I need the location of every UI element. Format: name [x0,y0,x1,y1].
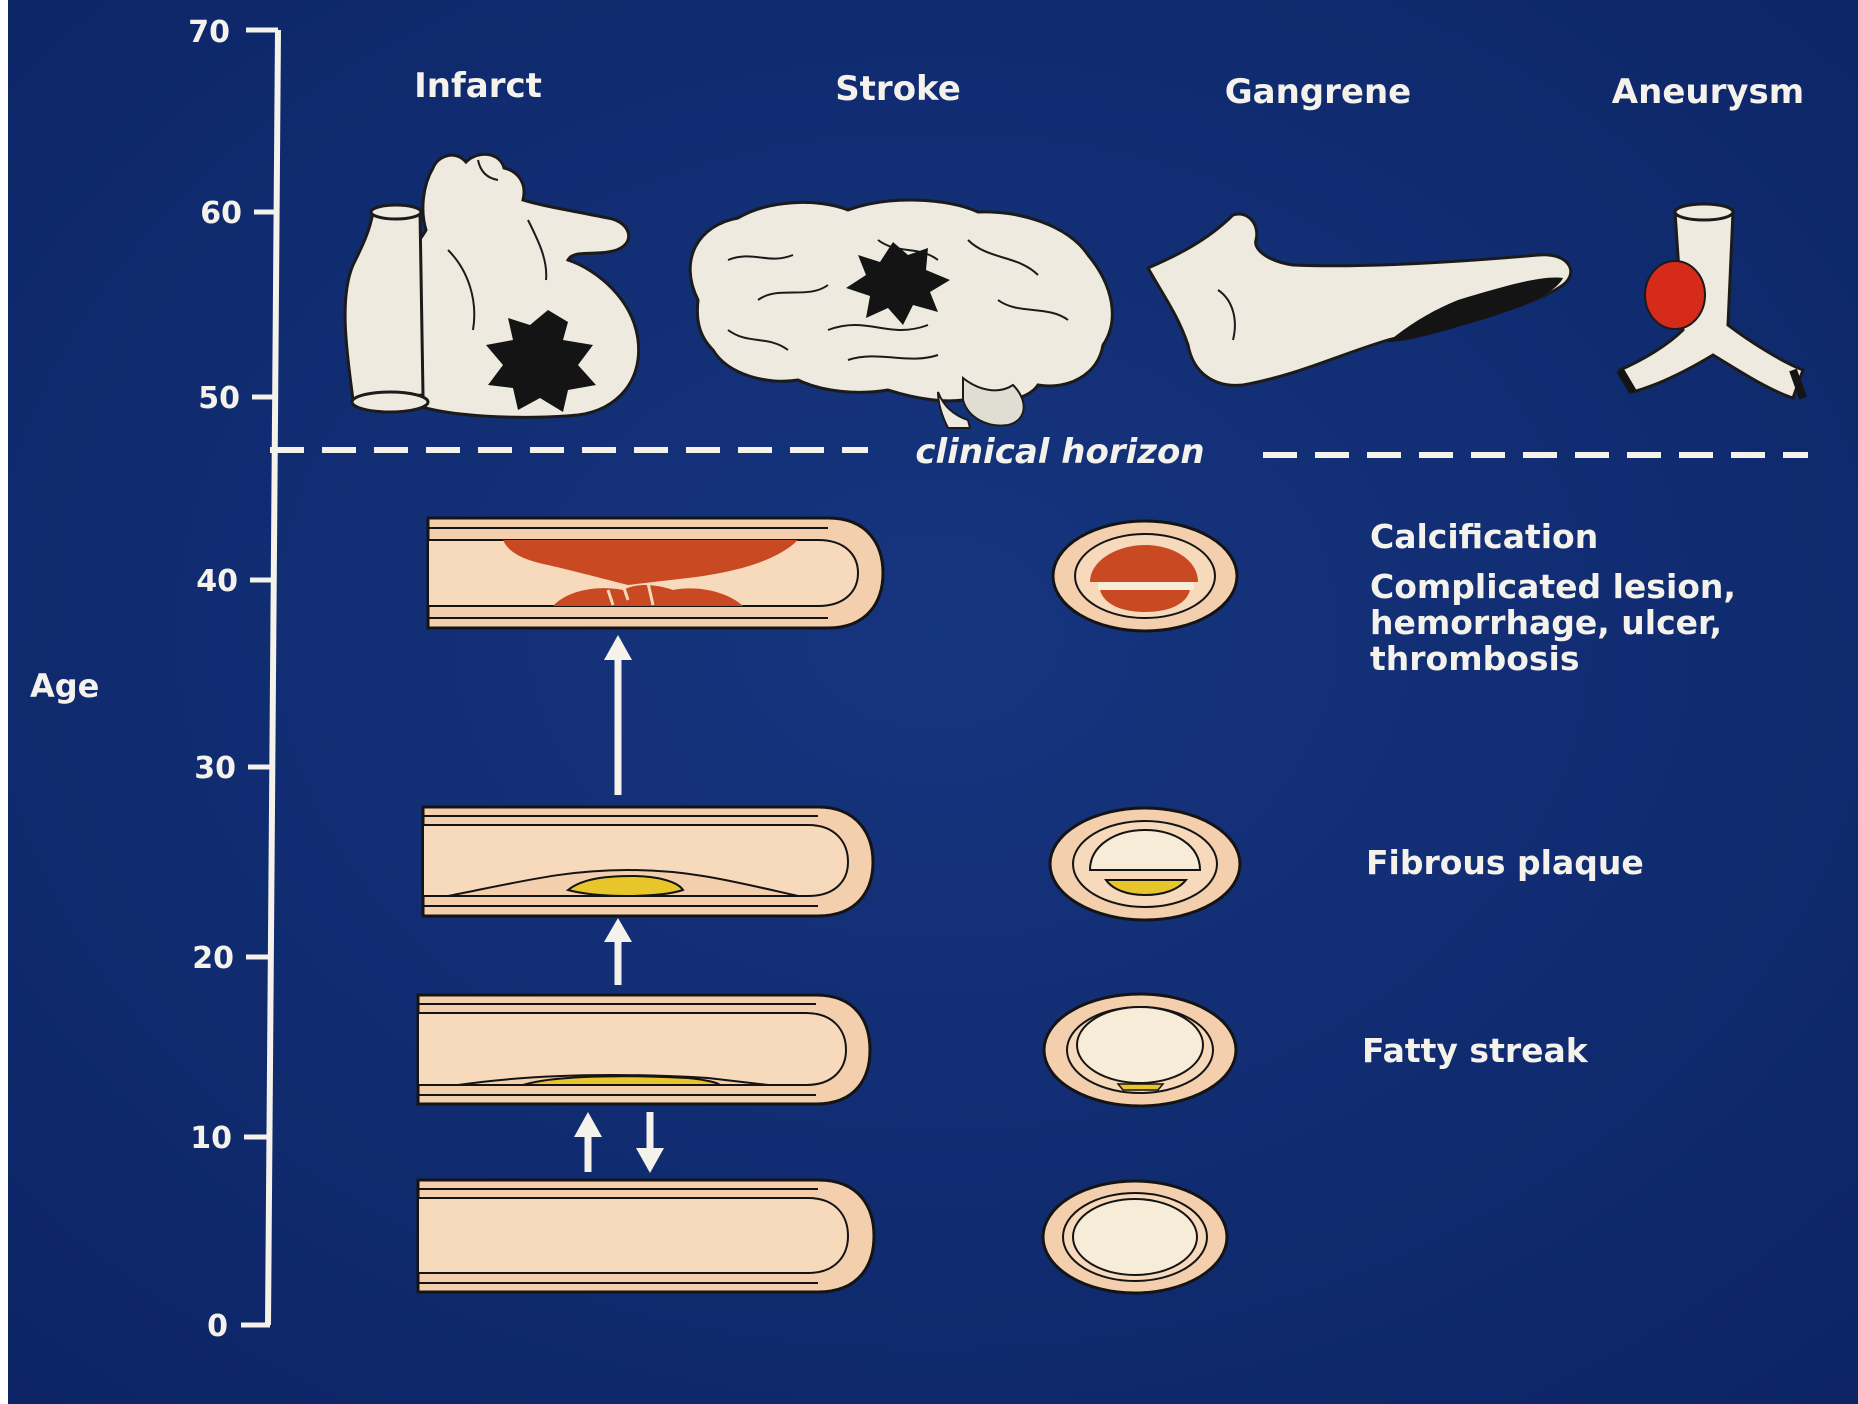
tick-label-0: 0 [207,1309,228,1344]
tick-label-70: 70 [188,15,230,50]
tick-label-10: 10 [190,1121,232,1156]
cross-section-fatty [1044,994,1236,1106]
stage-label-fibrous-plaque: Fibrous plaque [1366,843,1644,882]
cross-section-normal [1043,1181,1227,1293]
aneurysm-bulge [1645,261,1705,329]
age-axis-label: Age [30,667,99,705]
tick-label-30: 30 [194,751,236,786]
vessel-complicated-lesion [428,518,883,628]
cross-section-complicated [1053,521,1237,631]
tick-label-40: 40 [196,564,238,599]
stage-label-fatty-streak: Fatty streak [1362,1031,1589,1070]
outcome-label-infarct: Infarct [414,66,542,106]
atherosclerosis-diagram: 0 10 20 30 40 50 60 70 Age [8,0,1858,1404]
vessel-normal [418,1180,874,1292]
outcome-label-stroke: Stroke [835,69,961,109]
vessel-fatty-streak [418,995,870,1104]
vessel-fibrous-plaque [423,807,873,916]
stage-label-calcification: Calcification [1370,517,1598,556]
stage-label-complicated-2: hemorrhage, ulcer, [1370,603,1722,642]
tick-label-50: 50 [198,381,240,416]
cross-section-fibrous [1050,808,1240,920]
outcome-label-aneurysm: Aneurysm [1612,72,1804,112]
outcome-label-gangrene: Gangrene [1225,72,1412,112]
tick-label-60: 60 [200,196,242,231]
stage-label-complicated-3: thrombosis [1370,639,1580,678]
stage-label-complicated-1: Complicated lesion, [1370,567,1736,606]
tick-label-20: 20 [192,941,234,976]
clinical-horizon-label: clinical horizon [915,432,1204,472]
